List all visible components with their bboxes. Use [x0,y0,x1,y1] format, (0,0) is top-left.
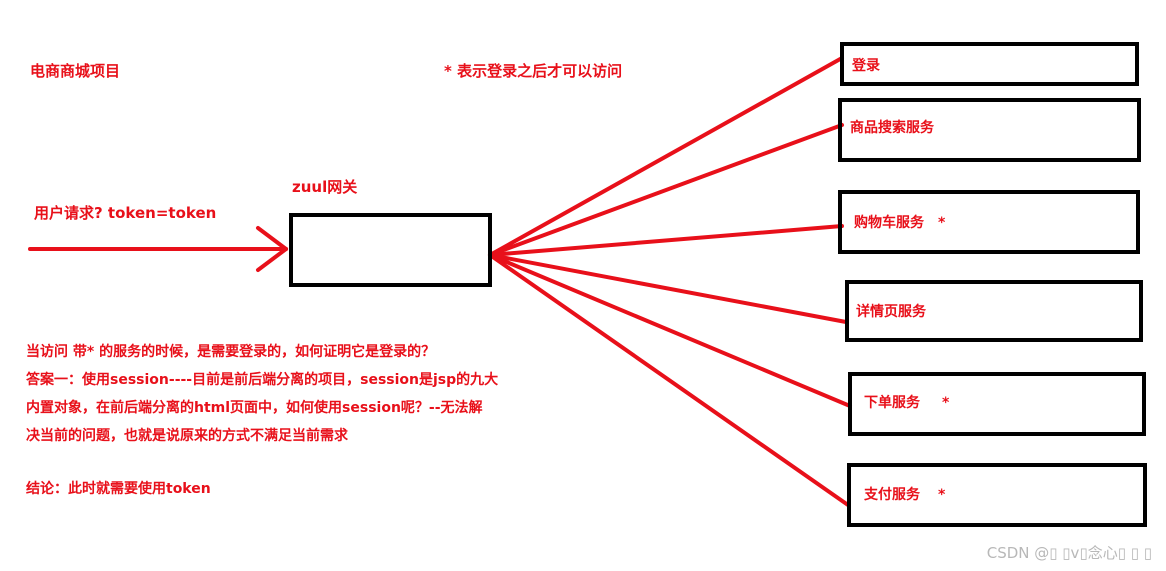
service-box-cart [838,190,1140,254]
service-box-login [840,42,1139,86]
service-label-login: 登录 [852,58,880,74]
service-arrows [488,56,852,507]
explanation-answer-line2: 内置对象，在前后端分离的html页面中，如何使用session呢？--无法解 [26,400,483,416]
arrow-to-order [488,253,852,408]
service-box-order [848,372,1146,436]
service-label-cart: 购物车服务* [854,215,946,231]
arrow-to-login [488,56,844,257]
gateway-box [289,213,492,287]
gateway-label: zuul网关 [292,178,358,196]
project-title: 电商商城项目 [30,62,121,80]
arrow-to-search [488,123,844,257]
explanation-answer-line1: 答案一：使用session----目前是前后端分离的项目，session是jsp… [26,372,499,388]
explanation-answer-line3: 决当前的问题，也就是说原来的方式不满足当前需求 [26,428,348,444]
service-box-pay [847,463,1147,527]
request-arrow [28,226,288,272]
service-label-pay: 支付服务* [864,487,946,503]
service-box-detail [845,280,1143,342]
service-label-search: 商品搜索服务 [850,120,934,136]
explanation-question: 当访问 带* 的服务的时候，是需要登录的，如何证明它是登录的？ [26,344,436,360]
explanation-conclusion: 结论：此时就需要使用token [26,481,211,497]
login-required-star: * [942,395,950,411]
watermark: CSDN @▯ ▯v▯念心▯ ▯ ▯ [986,544,1152,562]
arrow-to-cart [488,224,844,257]
service-label-order: 下单服务* [864,395,950,411]
service-box-search [838,98,1141,162]
service-label-detail: 详情页服务 [856,304,926,320]
arrow-to-detail [488,253,848,324]
login-required-star: * [938,487,946,503]
user-request-label: 用户请求? token=token [34,204,217,222]
legend-note: * 表示登录之后才可以访问 [444,62,623,80]
login-required-star: * [938,215,946,231]
arrow-to-pay [488,253,850,507]
